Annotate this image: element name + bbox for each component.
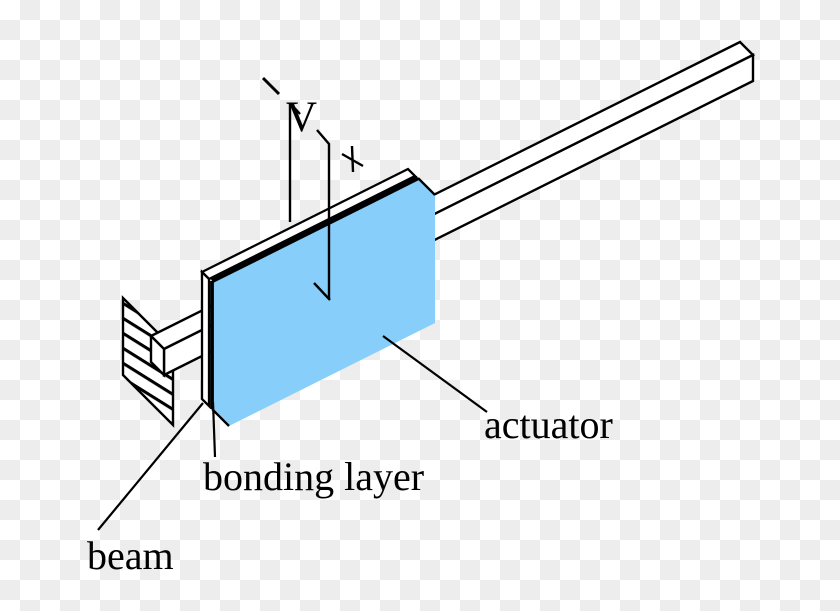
bonding-layer-solid	[200, 167, 417, 409]
actuator-solid	[210, 175, 436, 427]
wire-arrowhead-barb	[289, 102, 301, 115]
actuator-plate	[212, 178, 435, 426]
voltage-label: V	[286, 94, 317, 141]
wall-hatching	[123, 298, 173, 425]
beam-root-end-face	[149, 333, 166, 378]
leader-lines	[97, 335, 488, 531]
minus-symbol	[261, 76, 281, 96]
beam-label: beam	[87, 533, 174, 578]
right-electrode-wire	[316, 129, 331, 299]
support-wall	[121, 295, 175, 428]
wall-outline	[121, 295, 175, 428]
down-arrowhead-barb	[313, 282, 331, 301]
bonding-layer-label: bonding layer	[203, 454, 424, 499]
voltage-circuit: V	[261, 76, 364, 301]
bonding-layer-leader-line	[211, 401, 217, 458]
bonding-layer-end-face	[200, 269, 211, 409]
actuator-bottom-left-edge	[211, 408, 230, 427]
beam-leader-line	[97, 402, 204, 531]
part-labels: actuator bonding layer beam	[87, 402, 613, 578]
actuator-top-right-edge	[417, 177, 436, 196]
plus-stroke-short	[341, 152, 364, 168]
actuator-label: actuator	[484, 402, 613, 447]
actuator-leader-line	[382, 335, 488, 413]
plus-symbol	[341, 145, 364, 173]
actuator-top-electrode-edge	[210, 175, 420, 284]
